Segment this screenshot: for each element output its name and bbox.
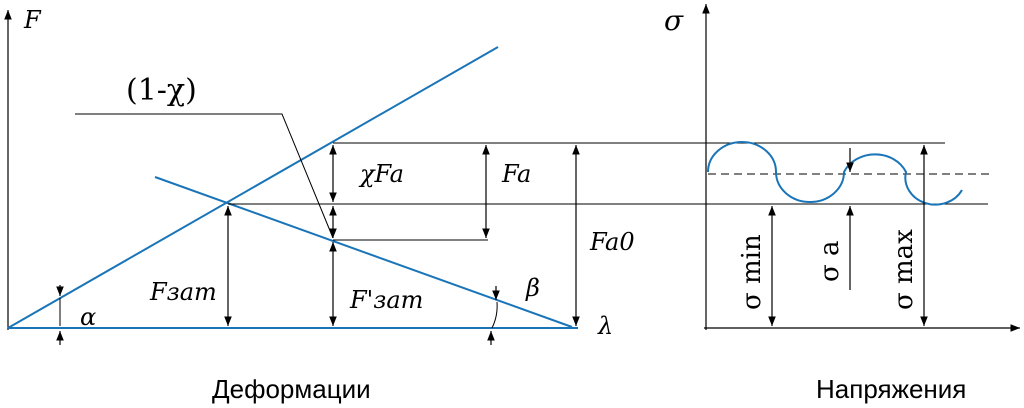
member-stiffness-line [154, 176, 573, 328]
fa0-label: Fa0 [589, 228, 635, 256]
sigma-max-label: σ max [889, 229, 919, 310]
sigma-min-label: σ min [737, 234, 767, 310]
deformation-caption: Деформации [212, 374, 371, 404]
sigma-axis-label: σ [664, 4, 684, 37]
fzat-prime-label: F'зат [349, 286, 423, 314]
bolt-stiffness-line [7, 46, 499, 329]
fa-label: Fa [501, 160, 531, 188]
f-axis-label: F [23, 6, 42, 34]
beta-label: β [525, 274, 540, 302]
chi-fa-label: χFa [358, 160, 404, 188]
beta-arc [491, 301, 498, 329]
fzat-label: Fзат [149, 278, 217, 306]
one-minus-chi-label: (1-χ) [126, 73, 197, 108]
left-diagram: F λ (1-χ) χFa Fa Fa0 Fзат F'зат α β Дефо… [4, 6, 988, 404]
alpha-label: α [80, 303, 96, 331]
stress-wave [707, 141, 963, 206]
right-diagram: σ σ min σ a σ max Напряжения [664, 4, 1020, 404]
stress-caption: Напряжения [816, 374, 966, 404]
lambda-label: λ [597, 312, 613, 340]
sigma-a-label: σ a [815, 240, 845, 282]
one-minus-chi-leader [75, 113, 334, 239]
